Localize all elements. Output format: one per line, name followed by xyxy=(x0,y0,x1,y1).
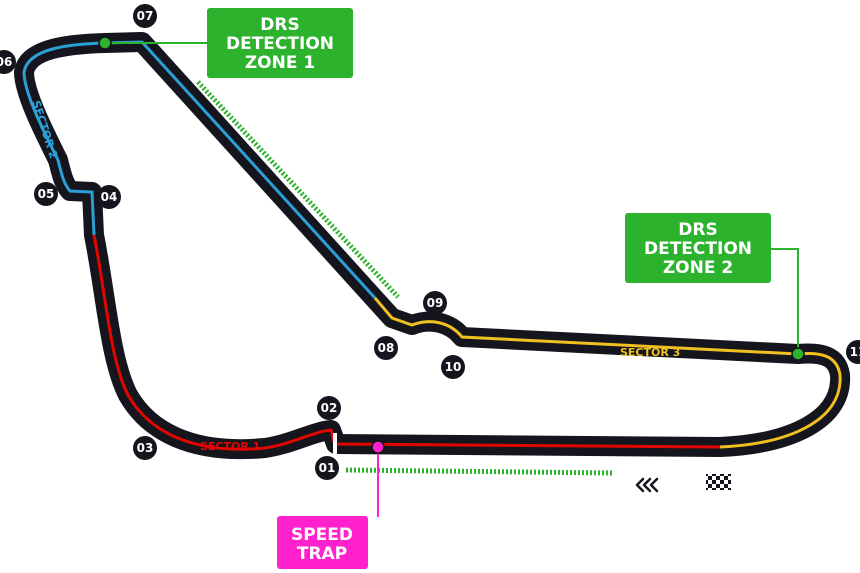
sector-1-label: SECTOR 1 xyxy=(200,440,260,453)
turn-08-badge: 08 xyxy=(374,336,398,360)
sector-2-line xyxy=(22,40,377,300)
turn-04-badge: 04 xyxy=(97,185,121,209)
start-finish-line xyxy=(333,433,337,455)
sector-1-line xyxy=(92,234,721,451)
drs-zone-1-line1: DRS xyxy=(260,15,299,35)
chevrons-left-icon xyxy=(635,477,659,493)
drs-detection-zone-1-box: DRS DETECTION ZONE 1 xyxy=(207,8,353,78)
drs-zone-1-line2: DETECTION xyxy=(226,34,334,54)
turn-02-label: 02 xyxy=(321,401,338,415)
turn-05-badge: 05 xyxy=(34,182,58,206)
turn-07-badge: 07 xyxy=(133,4,157,28)
drs-zone-2-line2: DETECTION xyxy=(644,239,752,259)
turn-01-label: 01 xyxy=(319,461,336,475)
turn-09-label: 09 xyxy=(427,296,444,310)
sector-3-line xyxy=(373,297,842,449)
drs-zone-1-line3: ZONE 1 xyxy=(245,53,315,73)
turn-04-label: 04 xyxy=(101,190,118,204)
drs-zone-2-line3: ZONE 2 xyxy=(663,258,733,278)
turn-09-badge: 09 xyxy=(423,291,447,315)
drs-zone-2-activation xyxy=(345,467,613,476)
drs-zone-2-marker xyxy=(791,347,805,361)
turn-06-label: 06 xyxy=(0,55,12,69)
turn-03-label: 03 xyxy=(137,441,154,455)
speed-trap-marker xyxy=(371,440,385,454)
turn-11-label: 11 xyxy=(850,345,860,359)
turn-02-badge: 02 xyxy=(317,396,341,420)
turn-08-label: 08 xyxy=(378,341,395,355)
drs-zone-1-activation xyxy=(196,80,400,299)
turn-05-label: 05 xyxy=(38,187,55,201)
speed-trap-line1: SPEED xyxy=(291,525,353,545)
turn-01-badge: 01 xyxy=(315,456,339,480)
turn-10-badge: 10 xyxy=(441,355,465,379)
speed-trap-line2: TRAP xyxy=(297,544,347,564)
turn-06-badge: 06 xyxy=(0,50,16,74)
drs-zone-2-connector xyxy=(770,248,799,354)
speed-trap-box: SPEED TRAP xyxy=(277,516,368,569)
checkered-flag-icon xyxy=(706,474,731,490)
drs-zone-1-marker xyxy=(98,36,112,50)
drs-detection-zone-2-box: DRS DETECTION ZONE 2 xyxy=(625,213,771,283)
turn-07-label: 07 xyxy=(137,9,154,23)
turn-11-badge: 11 xyxy=(846,340,860,364)
turn-03-badge: 03 xyxy=(133,436,157,460)
sector-3-label: SECTOR 3 xyxy=(620,346,680,359)
drs-zone-2-line1: DRS xyxy=(678,220,717,240)
turn-10-label: 10 xyxy=(445,360,462,374)
